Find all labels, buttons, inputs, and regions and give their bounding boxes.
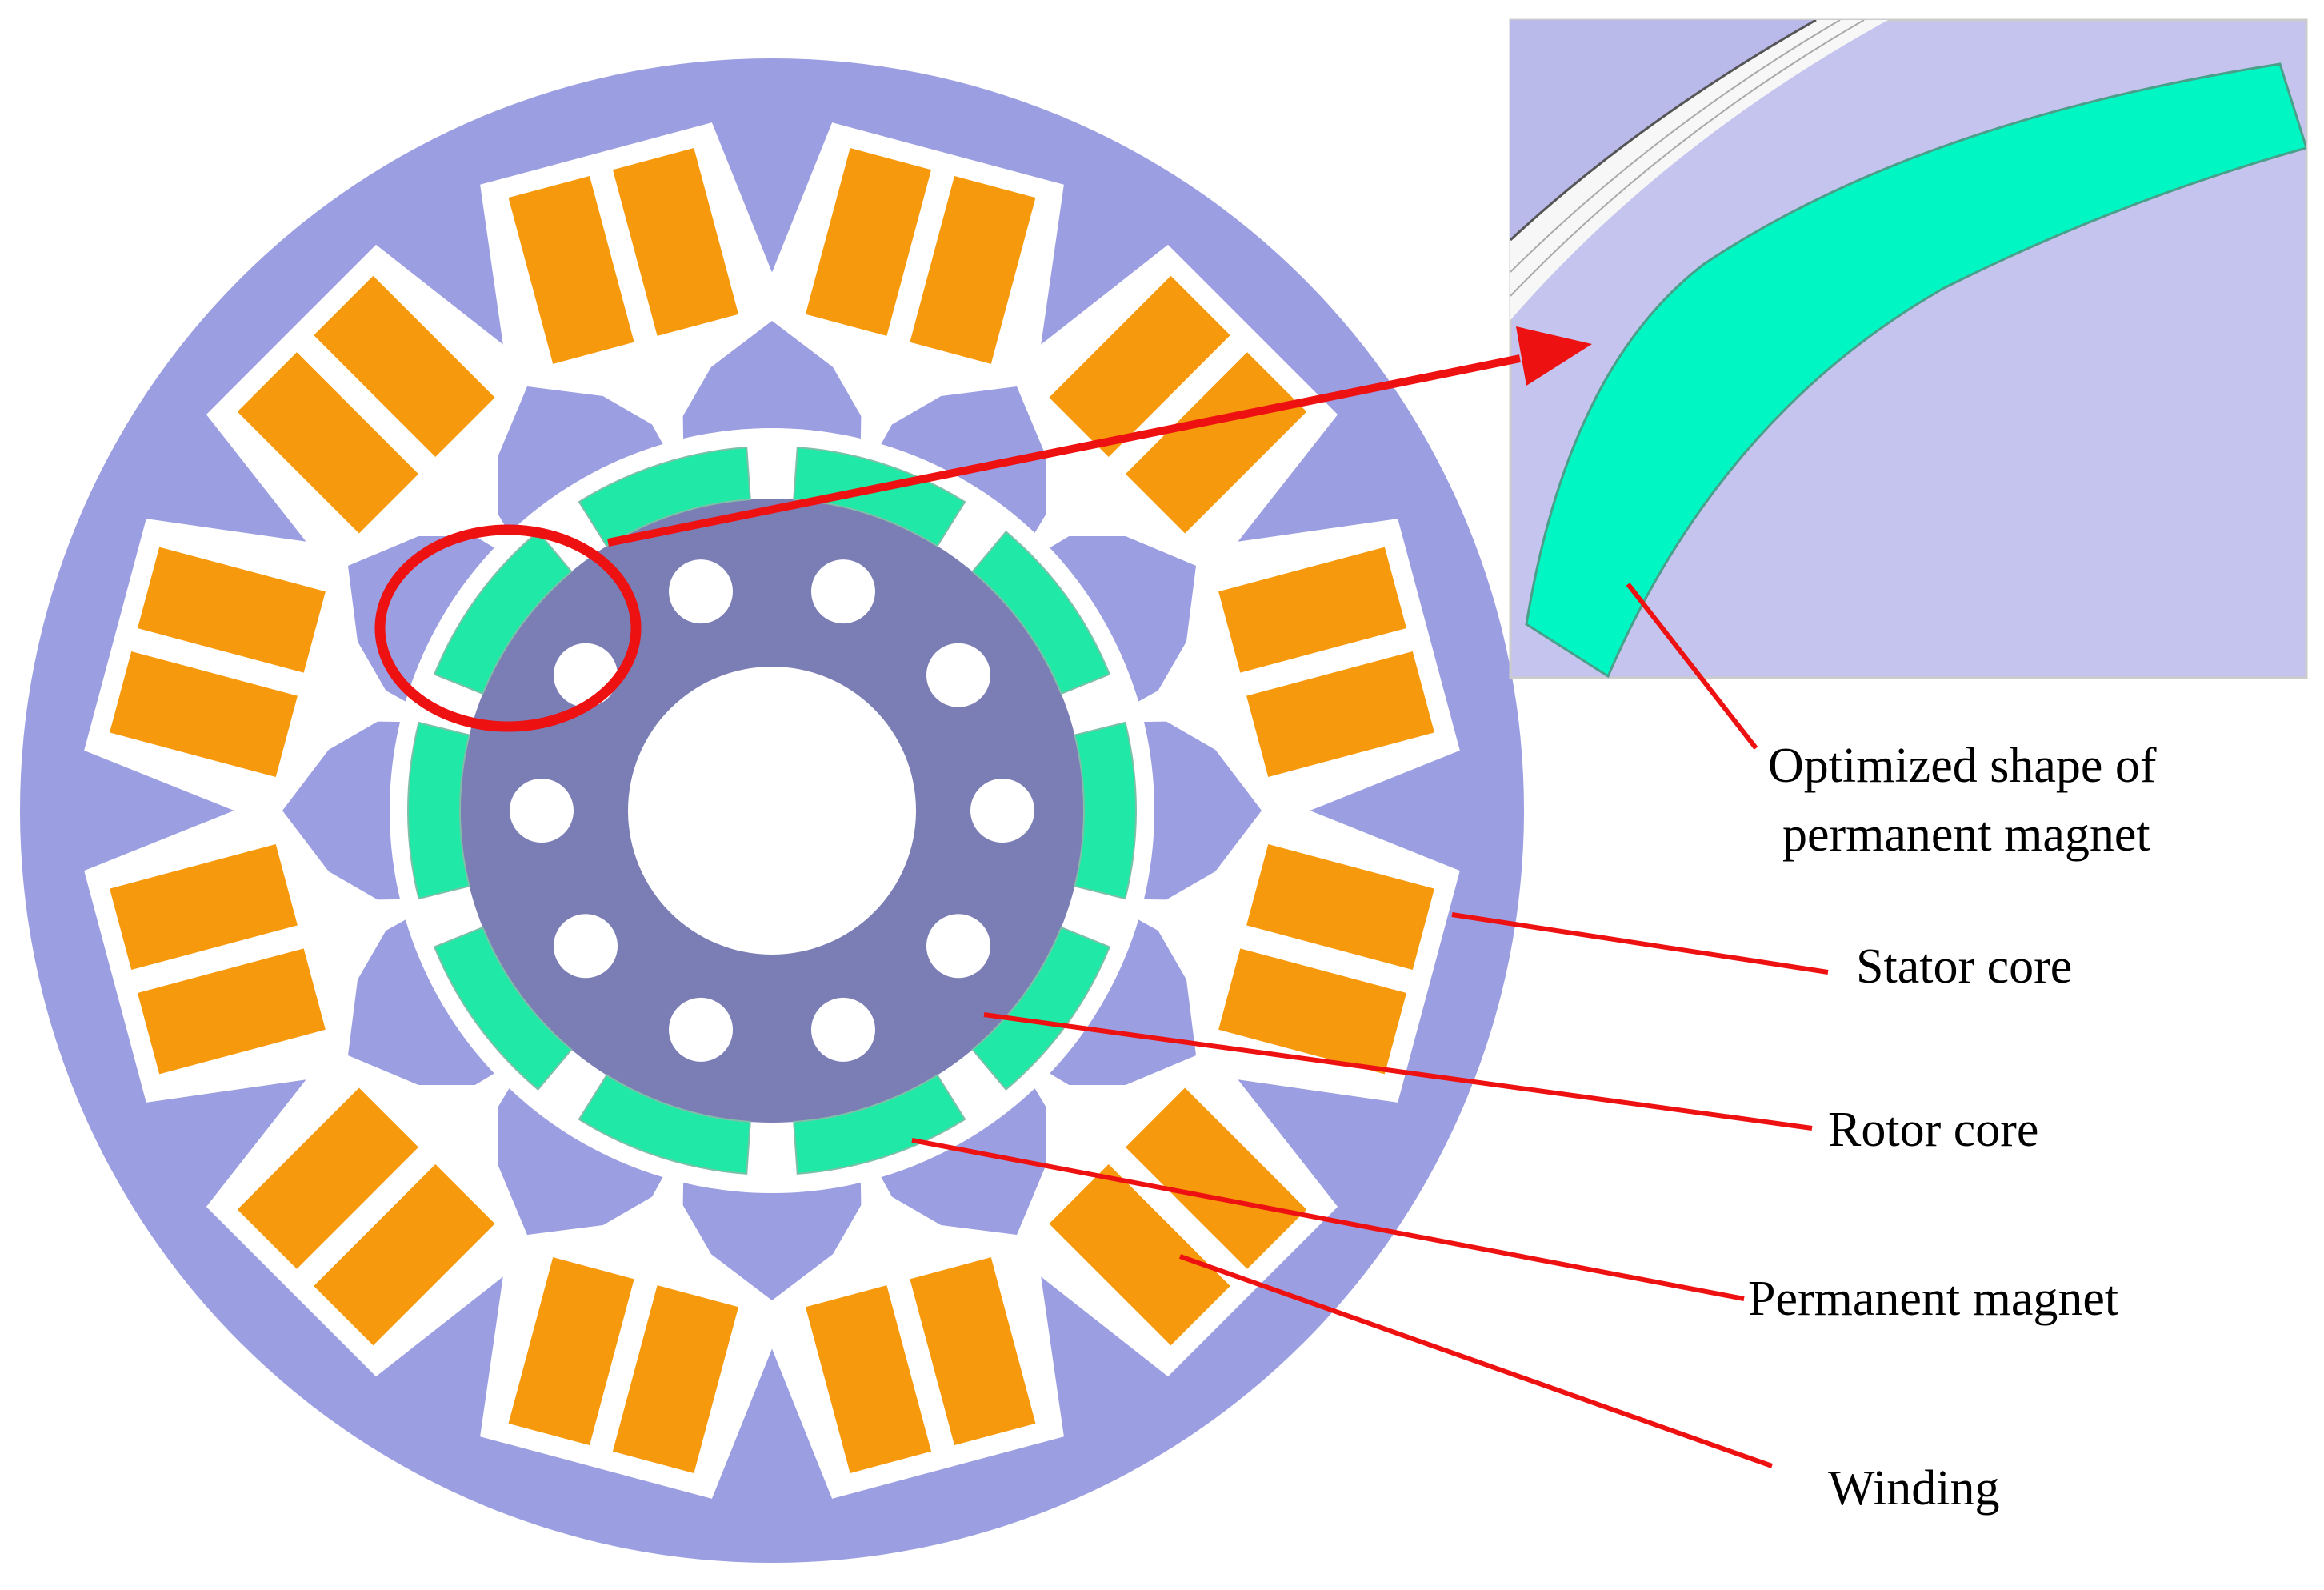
rotor-hole	[554, 643, 618, 707]
slot-opening	[1009, 1047, 1338, 1377]
callout-circle	[374, 524, 642, 732]
rotor-hole	[926, 643, 990, 707]
permanent-magnet	[971, 531, 1111, 695]
winding-coil	[237, 352, 419, 534]
callout-arrow-head	[1516, 326, 1592, 386]
slot-opening	[1009, 244, 1338, 574]
inset-magnet-optimized	[1525, 62, 2306, 678]
slot-opening	[206, 1047, 535, 1377]
rotor-hole	[669, 559, 734, 624]
stator-slot	[757, 122, 1064, 454]
label-optimized-line2: permanent magnet	[1782, 807, 2150, 862]
stator-slot	[1009, 1047, 1338, 1377]
winding-coil	[137, 547, 326, 673]
stator-slot	[84, 519, 415, 826]
permanent-magnet	[793, 1074, 966, 1175]
permanent-magnet	[793, 447, 966, 547]
leader-magnet	[911, 1138, 1745, 1301]
rotor-hole	[810, 559, 875, 624]
label-stator-core: Stator core	[1856, 939, 2072, 994]
permanent-magnet	[578, 447, 751, 547]
permanent-magnet	[407, 721, 470, 900]
winding-coil	[1125, 352, 1307, 534]
winding-coil	[1049, 275, 1230, 458]
rotor-hole	[510, 779, 574, 843]
stator-slot	[1129, 519, 1460, 826]
leader-lines	[911, 583, 1829, 1468]
stator-slot	[757, 1167, 1064, 1499]
winding-coil	[1125, 1087, 1307, 1269]
winding-coil	[612, 148, 739, 336]
winding-coil	[237, 1087, 419, 1269]
callout-arrow-line	[607, 354, 1521, 547]
permanent-magnet	[433, 531, 573, 695]
rotor-hole	[554, 914, 618, 979]
winding-coil	[1246, 843, 1434, 971]
stator-slot	[1129, 795, 1460, 1103]
winding-coil	[508, 1257, 634, 1446]
zoom-inset	[1509, 18, 2308, 679]
winding-coil	[1218, 547, 1407, 673]
winding-coil	[137, 948, 326, 1075]
winding-coil	[1218, 948, 1407, 1075]
permanent-magnets	[407, 447, 1137, 1175]
winding-coil	[910, 175, 1036, 364]
permanent-magnet	[971, 926, 1111, 1091]
leader-optimized	[1626, 583, 1758, 750]
winding-coil	[1049, 1163, 1230, 1346]
rotor-hole	[669, 997, 734, 1062]
label-optimized-line1: Optimized shape of	[1768, 739, 2157, 793]
permanent-magnet	[433, 926, 573, 1091]
rotor-hole	[926, 914, 990, 979]
slot-opening	[206, 244, 535, 574]
winding-coil	[110, 843, 298, 971]
winding-coil	[314, 275, 495, 458]
shaft-hole	[628, 667, 916, 955]
permanent-magnet	[1074, 721, 1137, 900]
label-rotor-core: Rotor core	[1828, 1103, 2038, 1157]
leader-stator	[1451, 912, 1829, 975]
stator-slot	[84, 795, 415, 1103]
leader-rotor	[983, 1012, 1813, 1131]
winding-coil	[314, 1163, 495, 1346]
permanent-magnet	[578, 1074, 751, 1175]
stator-slot	[480, 1167, 787, 1499]
label-winding: Winding	[1828, 1461, 2000, 1516]
winding-coil	[508, 175, 634, 364]
rotor-hole	[810, 997, 875, 1062]
inset-stator-region	[1510, 20, 1816, 240]
winding-coil	[805, 148, 932, 336]
rotor-hole	[970, 779, 1034, 843]
winding-coil	[805, 1285, 932, 1473]
label-permanent-magnet: Permanent magnet	[1748, 1272, 2118, 1326]
stator-slot	[480, 122, 787, 454]
winding-coil	[612, 1285, 739, 1473]
stator-slot	[206, 244, 535, 574]
winding-coil	[910, 1257, 1036, 1446]
stator-slots	[84, 122, 1460, 1499]
winding-coil	[1246, 651, 1434, 778]
leader-winding	[1178, 1254, 1774, 1468]
stator-slot	[1009, 244, 1338, 574]
callout-zoom	[374, 326, 1592, 732]
stator-slot	[206, 1047, 535, 1377]
winding-coil	[110, 651, 298, 778]
